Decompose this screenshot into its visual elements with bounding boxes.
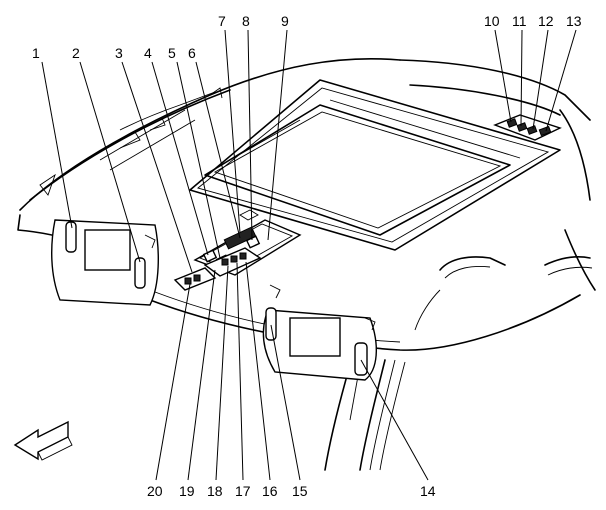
callout-3: 3 bbox=[115, 45, 123, 61]
front-direction-arrow-icon bbox=[13, 420, 73, 461]
callout-10: 10 bbox=[484, 13, 500, 29]
callout-labels: 1 2 3 4 5 6 7 8 9 10 11 12 13 14 15 16 1… bbox=[32, 13, 582, 499]
callout-20: 20 bbox=[147, 483, 163, 499]
callout-13: 13 bbox=[566, 13, 582, 29]
callout-9: 9 bbox=[281, 13, 289, 29]
callout-12: 12 bbox=[538, 13, 554, 29]
callout-6: 6 bbox=[188, 45, 196, 61]
callout-17: 17 bbox=[235, 483, 251, 499]
callout-16: 16 bbox=[262, 483, 278, 499]
callout-2: 2 bbox=[72, 45, 80, 61]
callout-14: 14 bbox=[420, 483, 436, 499]
rear-overhead-console bbox=[493, 114, 562, 141]
headliner-outline bbox=[17, 58, 596, 471]
callout-7: 7 bbox=[218, 13, 226, 29]
callout-5: 5 bbox=[168, 45, 176, 61]
right-sun-visor bbox=[262, 284, 378, 381]
callout-15: 15 bbox=[292, 483, 308, 499]
sunroof bbox=[189, 79, 561, 251]
leader-lines bbox=[41, 29, 577, 481]
callout-4: 4 bbox=[144, 45, 152, 61]
callout-8: 8 bbox=[242, 13, 250, 29]
callout-19: 19 bbox=[179, 483, 195, 499]
callout-18: 18 bbox=[207, 483, 223, 499]
callout-11: 11 bbox=[512, 13, 527, 29]
front-overhead-console bbox=[173, 209, 302, 291]
left-sun-visor bbox=[51, 219, 159, 306]
callout-1: 1 bbox=[32, 45, 40, 61]
